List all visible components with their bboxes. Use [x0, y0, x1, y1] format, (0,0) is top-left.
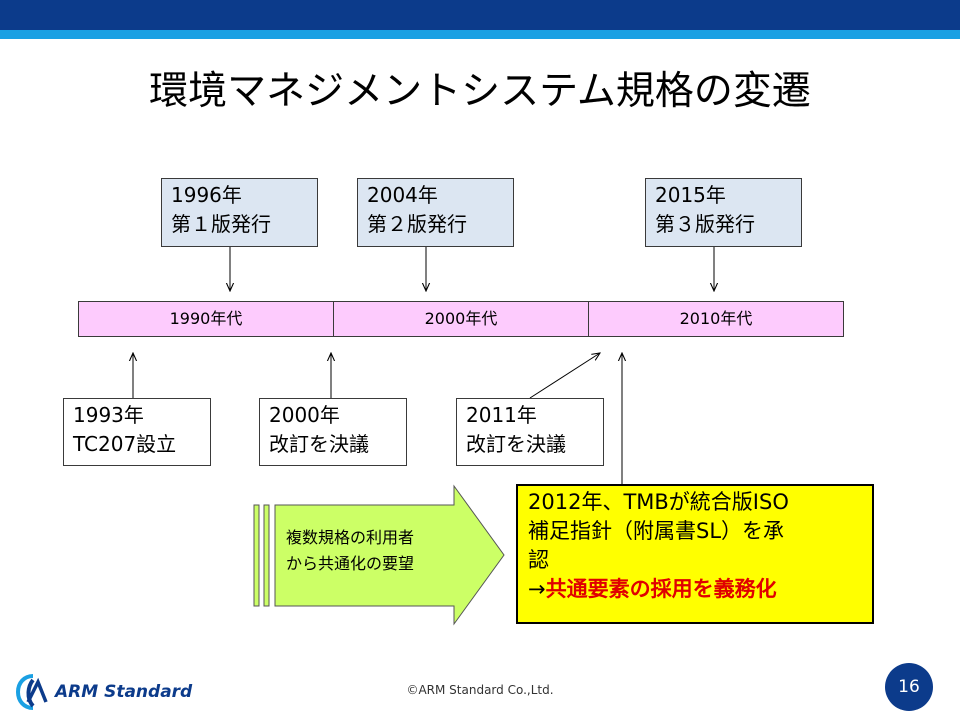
block-arrow-stripe-2: [263, 504, 270, 607]
timeline-segment-2000s: 2000年代: [333, 302, 588, 336]
event-desc: 第２版発行: [367, 212, 467, 236]
logo-mark-icon: [16, 674, 48, 710]
event-year: 2015年: [655, 183, 726, 207]
logo-text: ARM Standard: [55, 682, 193, 702]
event-year: 2000年: [269, 403, 340, 427]
event-desc: 改訂を決議: [269, 432, 369, 456]
page-title: 環境マネジメントシステム規格の変遷: [149, 69, 811, 114]
header-bar: [0, 0, 960, 30]
event-desc: 第３版発行: [655, 212, 755, 236]
event-year: 2011年: [466, 403, 537, 427]
callout-arrow-glyph: →: [528, 577, 546, 601]
copyright-text: ©ARM Standard Co.,Ltd.: [406, 683, 554, 697]
arrow-2011: [529, 353, 600, 399]
callout-box-2012: 2012年、TMBが統合版ISO 補足指針（附属書SL）を承 認 →共通要素の採…: [516, 484, 874, 624]
block-arrow-line-2: から共通化の要望: [286, 554, 415, 573]
event-desc: 改訂を決議: [466, 432, 566, 456]
block-arrow: [274, 484, 505, 626]
timeline-segment-1990s: 1990年代: [169, 309, 243, 328]
event-box-2011: 2011年 改訂を決議: [456, 398, 604, 466]
event-box-2000: 2000年 改訂を決議: [259, 398, 407, 466]
decade-timeline: 1990年代 2000年代 2010年代: [78, 301, 844, 337]
event-box-2015: 2015年 第３版発行: [645, 178, 802, 247]
page-number-badge: 16: [885, 663, 933, 711]
event-desc: TC207設立: [73, 432, 177, 456]
event-year: 2004年: [367, 183, 438, 207]
event-box-2004: 2004年 第２版発行: [357, 178, 514, 247]
callout-line-2: 補足指針（附属書SL）を承: [528, 519, 785, 543]
block-arrow-line-1: 複数規格の利用者: [286, 528, 415, 547]
callout-line-4: →共通要素の採用を義務化: [528, 575, 862, 604]
block-arrow-stripe-1: [253, 504, 260, 607]
callout-line-1: 2012年、TMBが統合版ISO: [528, 490, 789, 514]
event-year: 1996年: [171, 183, 242, 207]
company-logo: ARM Standard: [16, 672, 192, 712]
callout-emphasis: 共通要素の採用を義務化: [545, 577, 777, 601]
event-box-1993: 1993年 TC207設立: [63, 398, 211, 466]
event-year: 1993年: [73, 403, 144, 427]
event-box-1996: 1996年 第１版発行: [161, 178, 318, 247]
callout-line-3: 認: [528, 548, 549, 572]
event-desc: 第１版発行: [171, 212, 271, 236]
timeline-segment-2010s: 2010年代: [588, 302, 843, 336]
block-arrow-label: 複数規格の利用者 から共通化の要望: [286, 525, 414, 577]
header-stripe: [0, 30, 960, 39]
